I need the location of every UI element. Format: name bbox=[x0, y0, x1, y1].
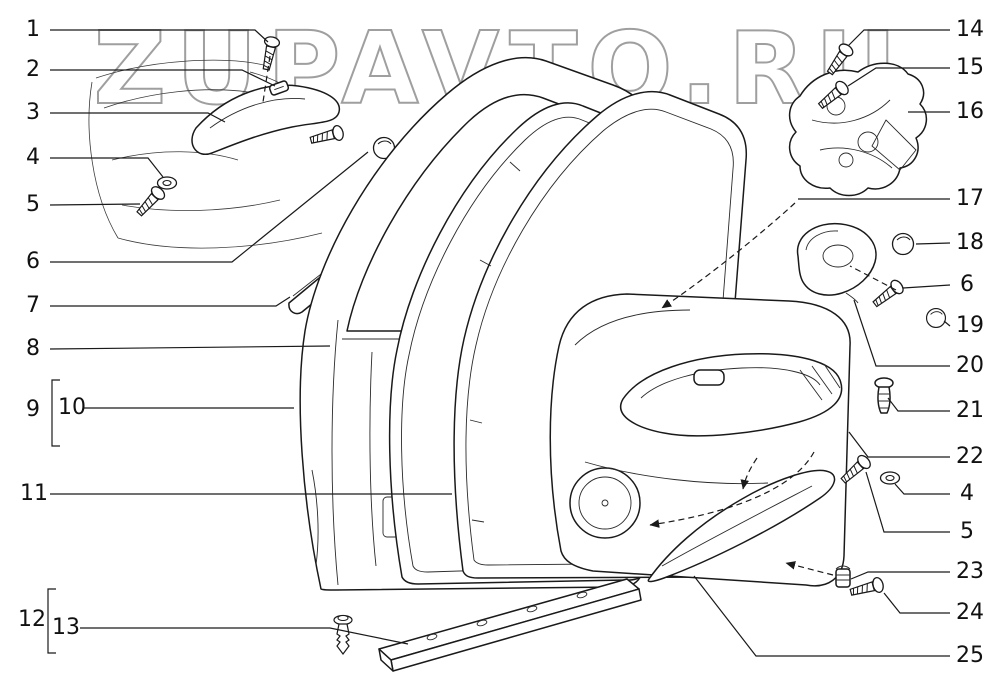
leader-line-5 bbox=[49, 203, 141, 206]
callout-part-2: 2 bbox=[26, 57, 40, 82]
rivet-icon bbox=[333, 614, 353, 655]
screw-icon bbox=[848, 575, 886, 601]
callout-part-21: 21 bbox=[956, 398, 984, 423]
callout-part-23: 23 bbox=[956, 559, 984, 584]
plug-icon bbox=[891, 232, 915, 256]
callout-part-16: 16 bbox=[956, 99, 984, 124]
bracket-12 bbox=[47, 588, 56, 654]
screw-icon bbox=[133, 183, 168, 220]
leader-line-18 bbox=[915, 242, 951, 245]
washer-icon bbox=[156, 176, 178, 190]
callout-part-4: 4 bbox=[26, 145, 40, 170]
callout-part-7: 7 bbox=[26, 293, 40, 318]
leader-line-13 bbox=[80, 627, 409, 645]
callout-part-19: 19 bbox=[956, 313, 984, 338]
callout-part-11: 11 bbox=[20, 481, 48, 506]
lower-trim-strip bbox=[647, 469, 836, 583]
callout-part-9: 9 bbox=[26, 397, 40, 422]
callout-part-6: 6 bbox=[26, 249, 40, 274]
leader-line-23 bbox=[850, 571, 950, 580]
leader-line-3 bbox=[50, 112, 226, 123]
screw-icon bbox=[308, 123, 346, 149]
callout-part-24: 24 bbox=[956, 600, 984, 625]
bracket-9 bbox=[51, 379, 60, 447]
window-regulator bbox=[788, 62, 928, 197]
callout-part-10: 10 bbox=[58, 395, 86, 420]
leader-line-7 bbox=[50, 296, 291, 307]
leader-line-8 bbox=[49, 345, 331, 350]
washer-icon bbox=[879, 471, 901, 485]
leader-line-24 bbox=[883, 592, 950, 614]
mirror-bracket bbox=[796, 222, 877, 304]
callout-part-4-right: 4 bbox=[960, 481, 974, 506]
leader-line-14 bbox=[847, 29, 950, 47]
callout-part-5: 5 bbox=[26, 192, 40, 217]
leader-line-1 bbox=[50, 29, 269, 43]
callout-part-22: 22 bbox=[956, 444, 984, 469]
grommet-screw-icon bbox=[874, 377, 894, 414]
leader-line-20 bbox=[853, 299, 950, 367]
leader-line-22 bbox=[848, 431, 950, 458]
leader-line-19 bbox=[943, 320, 951, 327]
callout-part-13: 13 bbox=[52, 615, 80, 640]
callout-part-1: 1 bbox=[26, 17, 40, 42]
leader-line-4 bbox=[50, 157, 164, 178]
callout-part-5-right: 5 bbox=[960, 519, 974, 544]
sill-strip bbox=[378, 578, 642, 672]
clip-icon bbox=[268, 80, 290, 96]
callout-part-12: 12 bbox=[18, 607, 46, 632]
callout-part-8: 8 bbox=[26, 336, 40, 361]
callout-part-20: 20 bbox=[956, 353, 984, 378]
callout-part-3: 3 bbox=[26, 100, 40, 125]
callout-part-6-right: 6 bbox=[960, 272, 974, 297]
leader-line-21 bbox=[887, 397, 950, 412]
leader-line-25 bbox=[693, 575, 950, 657]
callout-part-18: 18 bbox=[956, 230, 984, 255]
leader-line-5r bbox=[865, 471, 950, 533]
callout-part-17: 17 bbox=[956, 186, 984, 211]
plug-icon bbox=[925, 307, 947, 329]
installation-arrows bbox=[649, 202, 897, 576]
leader-lines bbox=[47, 29, 951, 657]
clip-icon bbox=[835, 565, 851, 588]
leader-line-6 bbox=[50, 151, 369, 263]
centerline bbox=[262, 55, 271, 103]
leader-line-2 bbox=[50, 69, 276, 87]
leader-line-4r bbox=[894, 483, 950, 495]
callout-part-15: 15 bbox=[956, 55, 984, 80]
callout-part-25: 25 bbox=[956, 643, 984, 668]
callout-part-14: 14 bbox=[956, 17, 984, 42]
leader-line-6r bbox=[902, 284, 951, 289]
leader-line-15 bbox=[847, 67, 950, 87]
screw-icon bbox=[869, 277, 907, 311]
